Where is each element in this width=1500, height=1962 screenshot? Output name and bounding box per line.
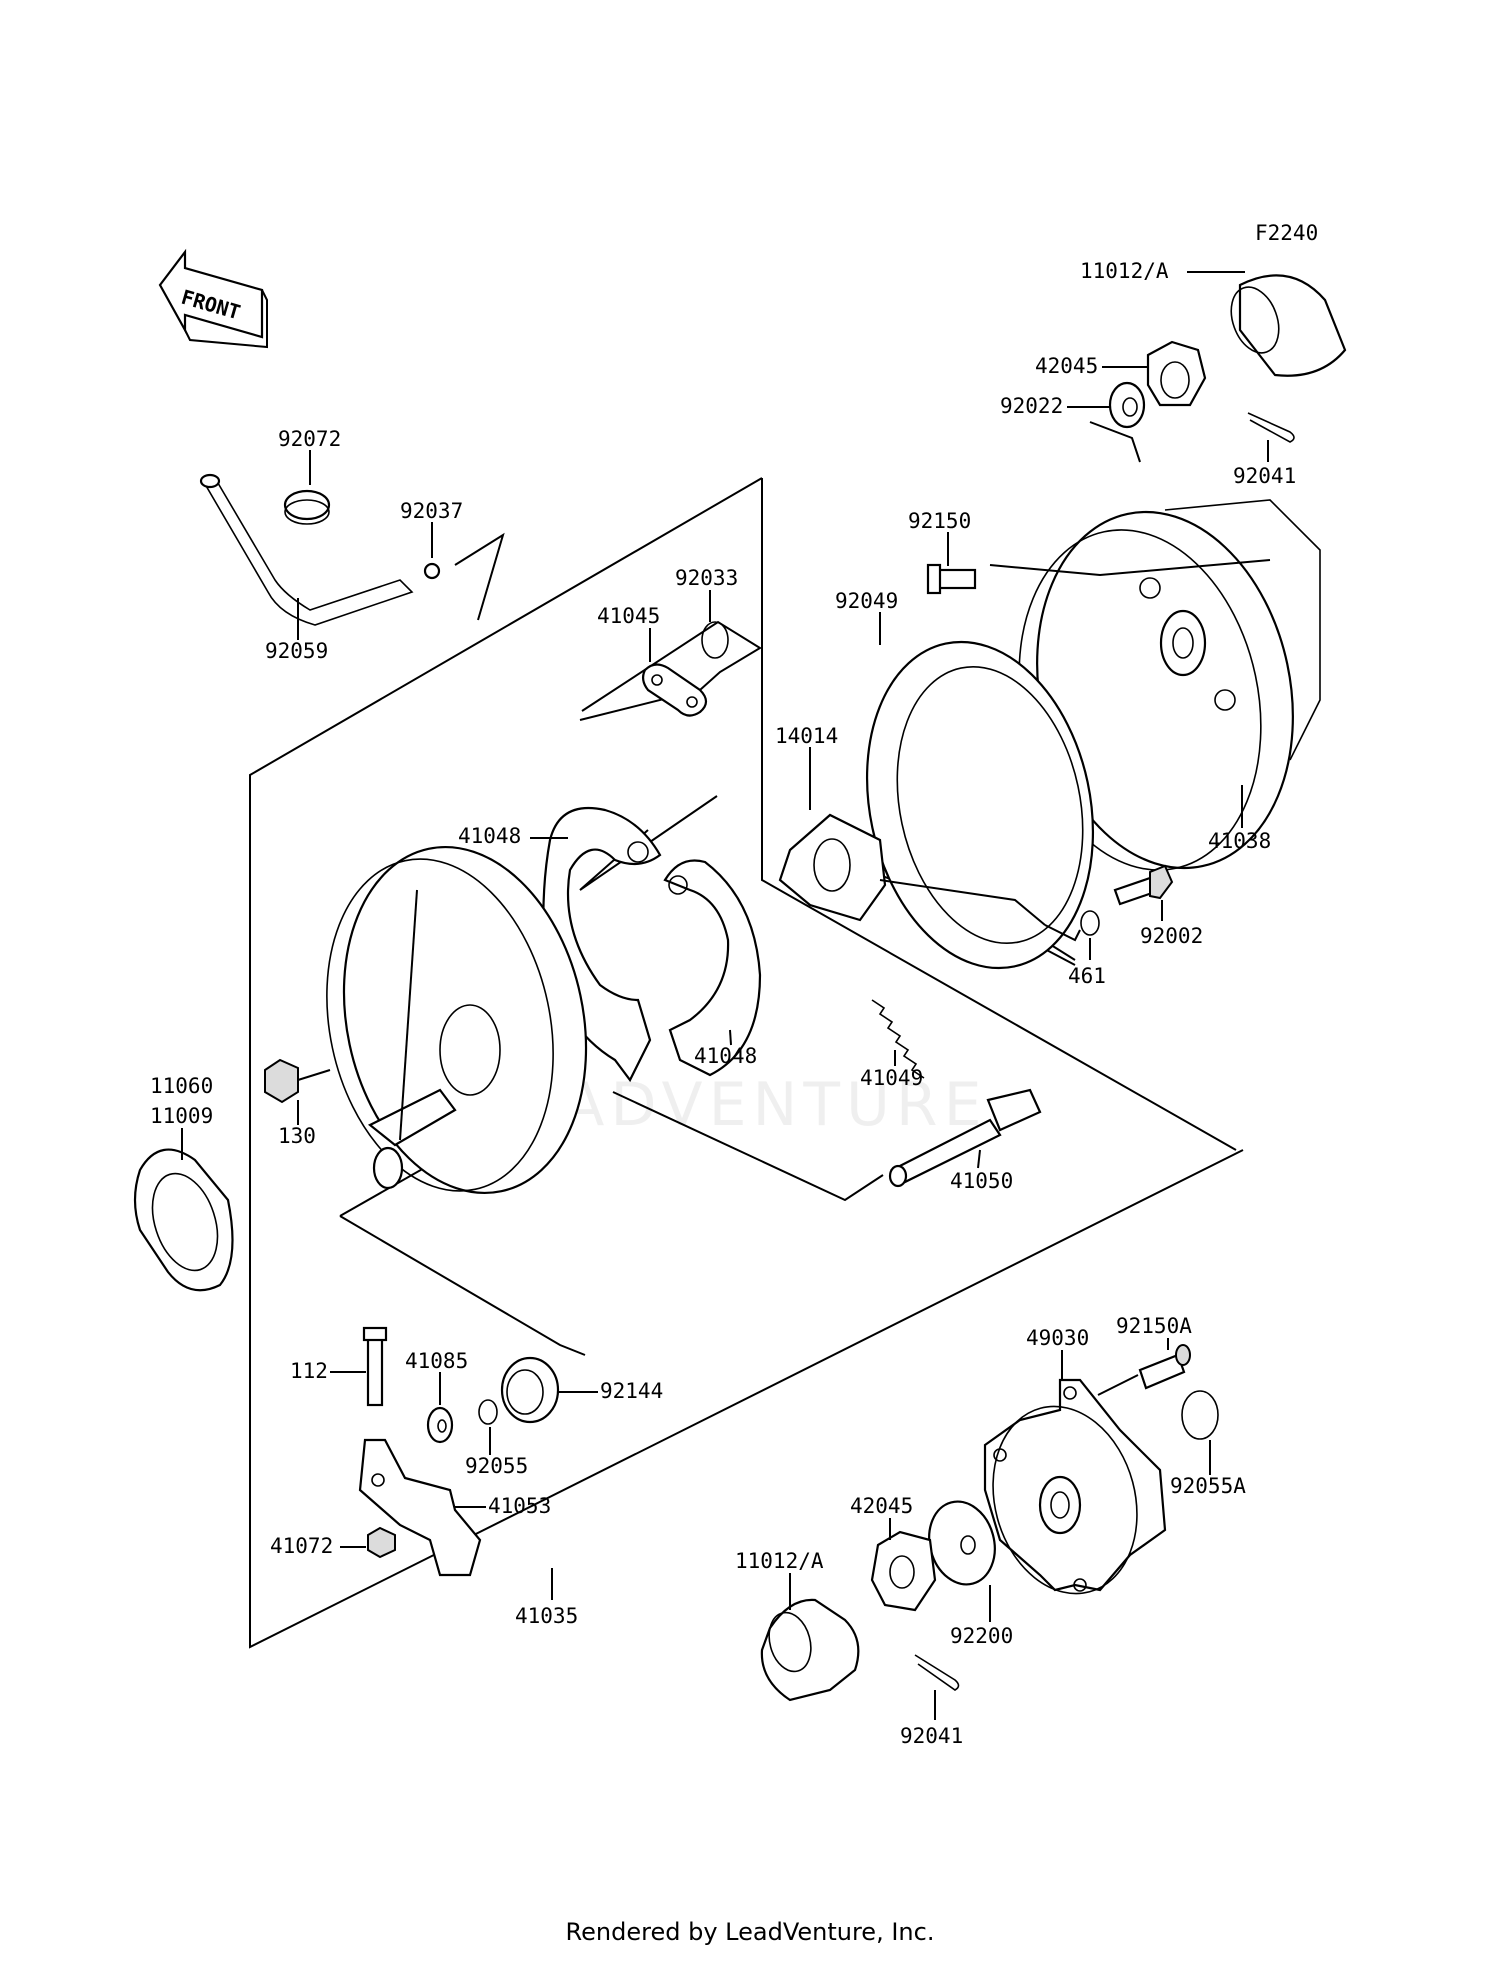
- lever-41053: [358, 1438, 482, 1577]
- label-11060: 11060: [150, 1074, 213, 1098]
- label-11012a-bot: 11012/A: [735, 1549, 824, 1573]
- label-92033: 92033: [675, 566, 738, 590]
- label-92059: 92059: [265, 639, 328, 663]
- label-41035: 41035: [515, 1604, 578, 1628]
- label-92002: 92002: [1140, 924, 1203, 948]
- bolt-130: [264, 1058, 331, 1104]
- bolt-92002: [1113, 864, 1174, 906]
- castle-nut-42045-bot: [870, 1530, 937, 1612]
- brake-panel: [326, 845, 588, 1195]
- label-41085: 41085: [405, 1349, 468, 1373]
- label-461: 461: [1068, 964, 1106, 988]
- front-arrow-icon: FRONT: [158, 248, 268, 349]
- clamp-92072: [283, 489, 331, 525]
- washer-92022: [1108, 381, 1146, 429]
- gasket-11060-11009: [133, 1148, 234, 1292]
- label-41048-bot: 41048: [694, 1044, 757, 1068]
- label-92144: 92144: [600, 1379, 663, 1403]
- label-92041-bot: 92041: [900, 1724, 963, 1748]
- castle-nut-42045-top: [1146, 340, 1207, 407]
- o-ring-92055: [478, 1399, 498, 1425]
- label-42045-bot: 42045: [850, 1494, 913, 1518]
- bearing-housing-14014: [778, 813, 887, 922]
- label-11009: 11009: [150, 1104, 213, 1128]
- cap-11012a-bot: [760, 1598, 860, 1702]
- cotter-pin-92041-bot: [914, 1654, 960, 1691]
- label-41072: 41072: [270, 1534, 333, 1558]
- footer-credit: Rendered by LeadVenture, Inc.: [565, 1918, 935, 1946]
- washer-461: [1080, 910, 1100, 936]
- bolt-92150a: [1138, 1344, 1191, 1390]
- label-112: 112: [290, 1359, 328, 1383]
- label-41053: 41053: [488, 1494, 551, 1518]
- bolt-112: [362, 1326, 388, 1407]
- label-92200: 92200: [950, 1624, 1013, 1648]
- label-41048-top: 41048: [458, 824, 521, 848]
- label-49030: 49030: [1026, 1326, 1089, 1350]
- nut-41072: [367, 1526, 396, 1559]
- cap-11012a-top: [1230, 274, 1347, 377]
- label-92037: 92037: [400, 499, 463, 523]
- label-92055: 92055: [465, 1454, 528, 1478]
- label-92022: 92022: [1000, 394, 1063, 418]
- link-plate-41045: [641, 663, 708, 717]
- label-92041-top: 92041: [1233, 464, 1296, 488]
- label-92055a: 92055A: [1170, 1474, 1246, 1498]
- label-92150: 92150: [908, 509, 971, 533]
- clip-92037: [423, 562, 441, 580]
- label-14014: 14014: [775, 724, 838, 748]
- breather-hose-92059: [199, 473, 414, 626]
- label-41049: 41049: [860, 1066, 923, 1090]
- label-42045-top: 42045: [1035, 354, 1098, 378]
- brake-shoe-41048-lower: [663, 859, 762, 1077]
- label-11012a-top: 11012/A: [1080, 259, 1169, 283]
- hub-49030: [983, 1378, 1167, 1595]
- diagram-code: F2240: [1255, 221, 1318, 245]
- label-41038: 41038: [1208, 829, 1271, 853]
- cam-shaft-41050: [888, 1088, 1042, 1188]
- brake-drum-41038: [1018, 499, 1321, 871]
- washer-41085: [426, 1406, 454, 1444]
- bolt-92150: [926, 563, 977, 595]
- label-92049: 92049: [835, 589, 898, 613]
- cotter-pin-92041-top: [1247, 412, 1295, 443]
- circlip-92033: [701, 621, 729, 659]
- spring-41049: [871, 999, 925, 1079]
- o-ring-92055a: [1181, 1390, 1219, 1440]
- label-130: 130: [278, 1124, 316, 1148]
- label-41050: 41050: [950, 1169, 1013, 1193]
- label-92150a: 92150A: [1116, 1314, 1192, 1338]
- label-41045: 41045: [597, 604, 660, 628]
- spring-92144: [500, 1356, 560, 1424]
- label-92072: 92072: [278, 427, 341, 451]
